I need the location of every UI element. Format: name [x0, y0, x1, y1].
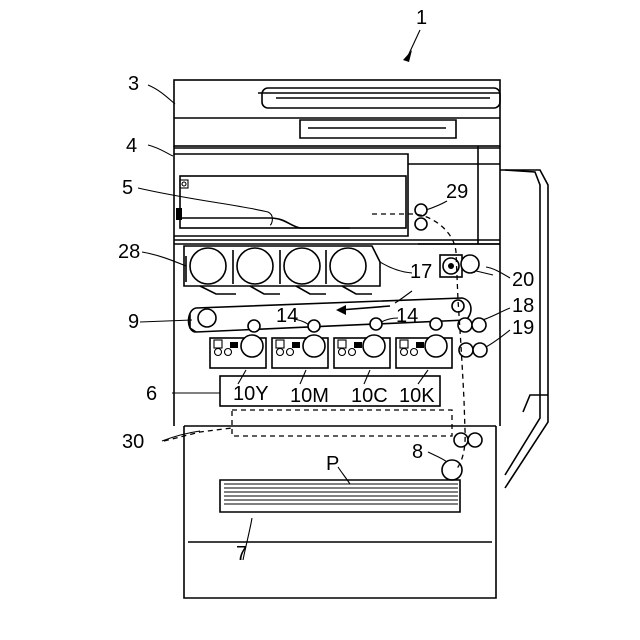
label-14-right: 14 — [396, 305, 418, 327]
label-6: 6 — [146, 383, 157, 405]
label-14-left: 14 — [276, 305, 298, 327]
label-4: 4 — [126, 135, 137, 157]
label-1: 1 — [416, 7, 427, 29]
label-10m: 10M — [290, 385, 329, 407]
label-10c: 10C — [351, 385, 388, 407]
printer-body — [174, 146, 548, 488]
label-5: 5 — [122, 177, 133, 199]
label-18: 18 — [512, 295, 534, 317]
label-19: 19 — [512, 317, 534, 339]
transfer-belt — [189, 298, 471, 332]
label-20: 20 — [512, 269, 534, 291]
label-10k: 10K — [399, 385, 435, 407]
label-9: 9 — [128, 311, 139, 333]
scanner-unit — [174, 80, 500, 146]
label-28: 28 — [118, 241, 140, 263]
label-8: 8 — [412, 441, 423, 463]
label-10y: 10Y — [233, 383, 269, 405]
label-7: 7 — [236, 543, 247, 565]
label-p: P — [326, 453, 339, 475]
paper-cassette — [184, 426, 496, 598]
label-29: 29 — [446, 181, 468, 203]
label-30: 30 — [122, 431, 144, 453]
label-3: 3 — [128, 73, 139, 95]
toner-cartridges — [184, 246, 380, 294]
label-17: 17 — [410, 261, 432, 283]
